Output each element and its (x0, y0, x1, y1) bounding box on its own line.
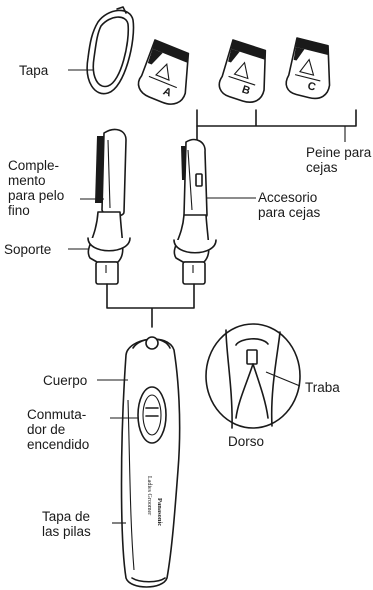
power-switch (137, 386, 167, 444)
fine-hair-attachment (95, 128, 127, 218)
comb-letter-a: A (161, 85, 173, 99)
comb-letter-c: C (306, 80, 317, 94)
comb-bracket (196, 109, 357, 141)
label-tapa-de-las-pilas: Tapa de las pilas (42, 509, 91, 539)
comb-letter-b: B (240, 84, 251, 98)
back-detail (205, 323, 301, 429)
label-complemento-pelo-fino: Comple- mento para pelo fino (8, 158, 65, 218)
main-body (120, 336, 181, 588)
label-tapa: Tapa (19, 63, 49, 78)
label-peine-para-cejas: Peine para cejas (306, 145, 372, 175)
label-soporte: Soporte (4, 242, 52, 257)
eyebrow-attachment (181, 138, 208, 221)
label-traba: Traba (305, 380, 340, 395)
eyebrow-comb-b: B (218, 39, 267, 103)
leader-lines (68, 69, 346, 524)
label-accesorio-para-cejas: Accesorio para cejas (258, 190, 321, 220)
body-series-text: Ladies Groomer (146, 476, 152, 515)
cap-illustration (86, 6, 135, 95)
label-cuerpo: Cuerpo (43, 373, 88, 388)
left-stand (87, 211, 131, 285)
label-conmutador: Conmuta- dor de encendido (27, 407, 90, 452)
eyebrow-comb-c: C (285, 37, 331, 100)
eyebrow-comb-a: A (137, 39, 190, 105)
body-printed-text: Ladies Groomer Panasonic (146, 476, 163, 526)
stand-bracket (106, 283, 195, 328)
label-dorso: Dorso (228, 434, 265, 449)
body-brand-text: Panasonic (156, 498, 163, 526)
right-stand (173, 214, 217, 285)
